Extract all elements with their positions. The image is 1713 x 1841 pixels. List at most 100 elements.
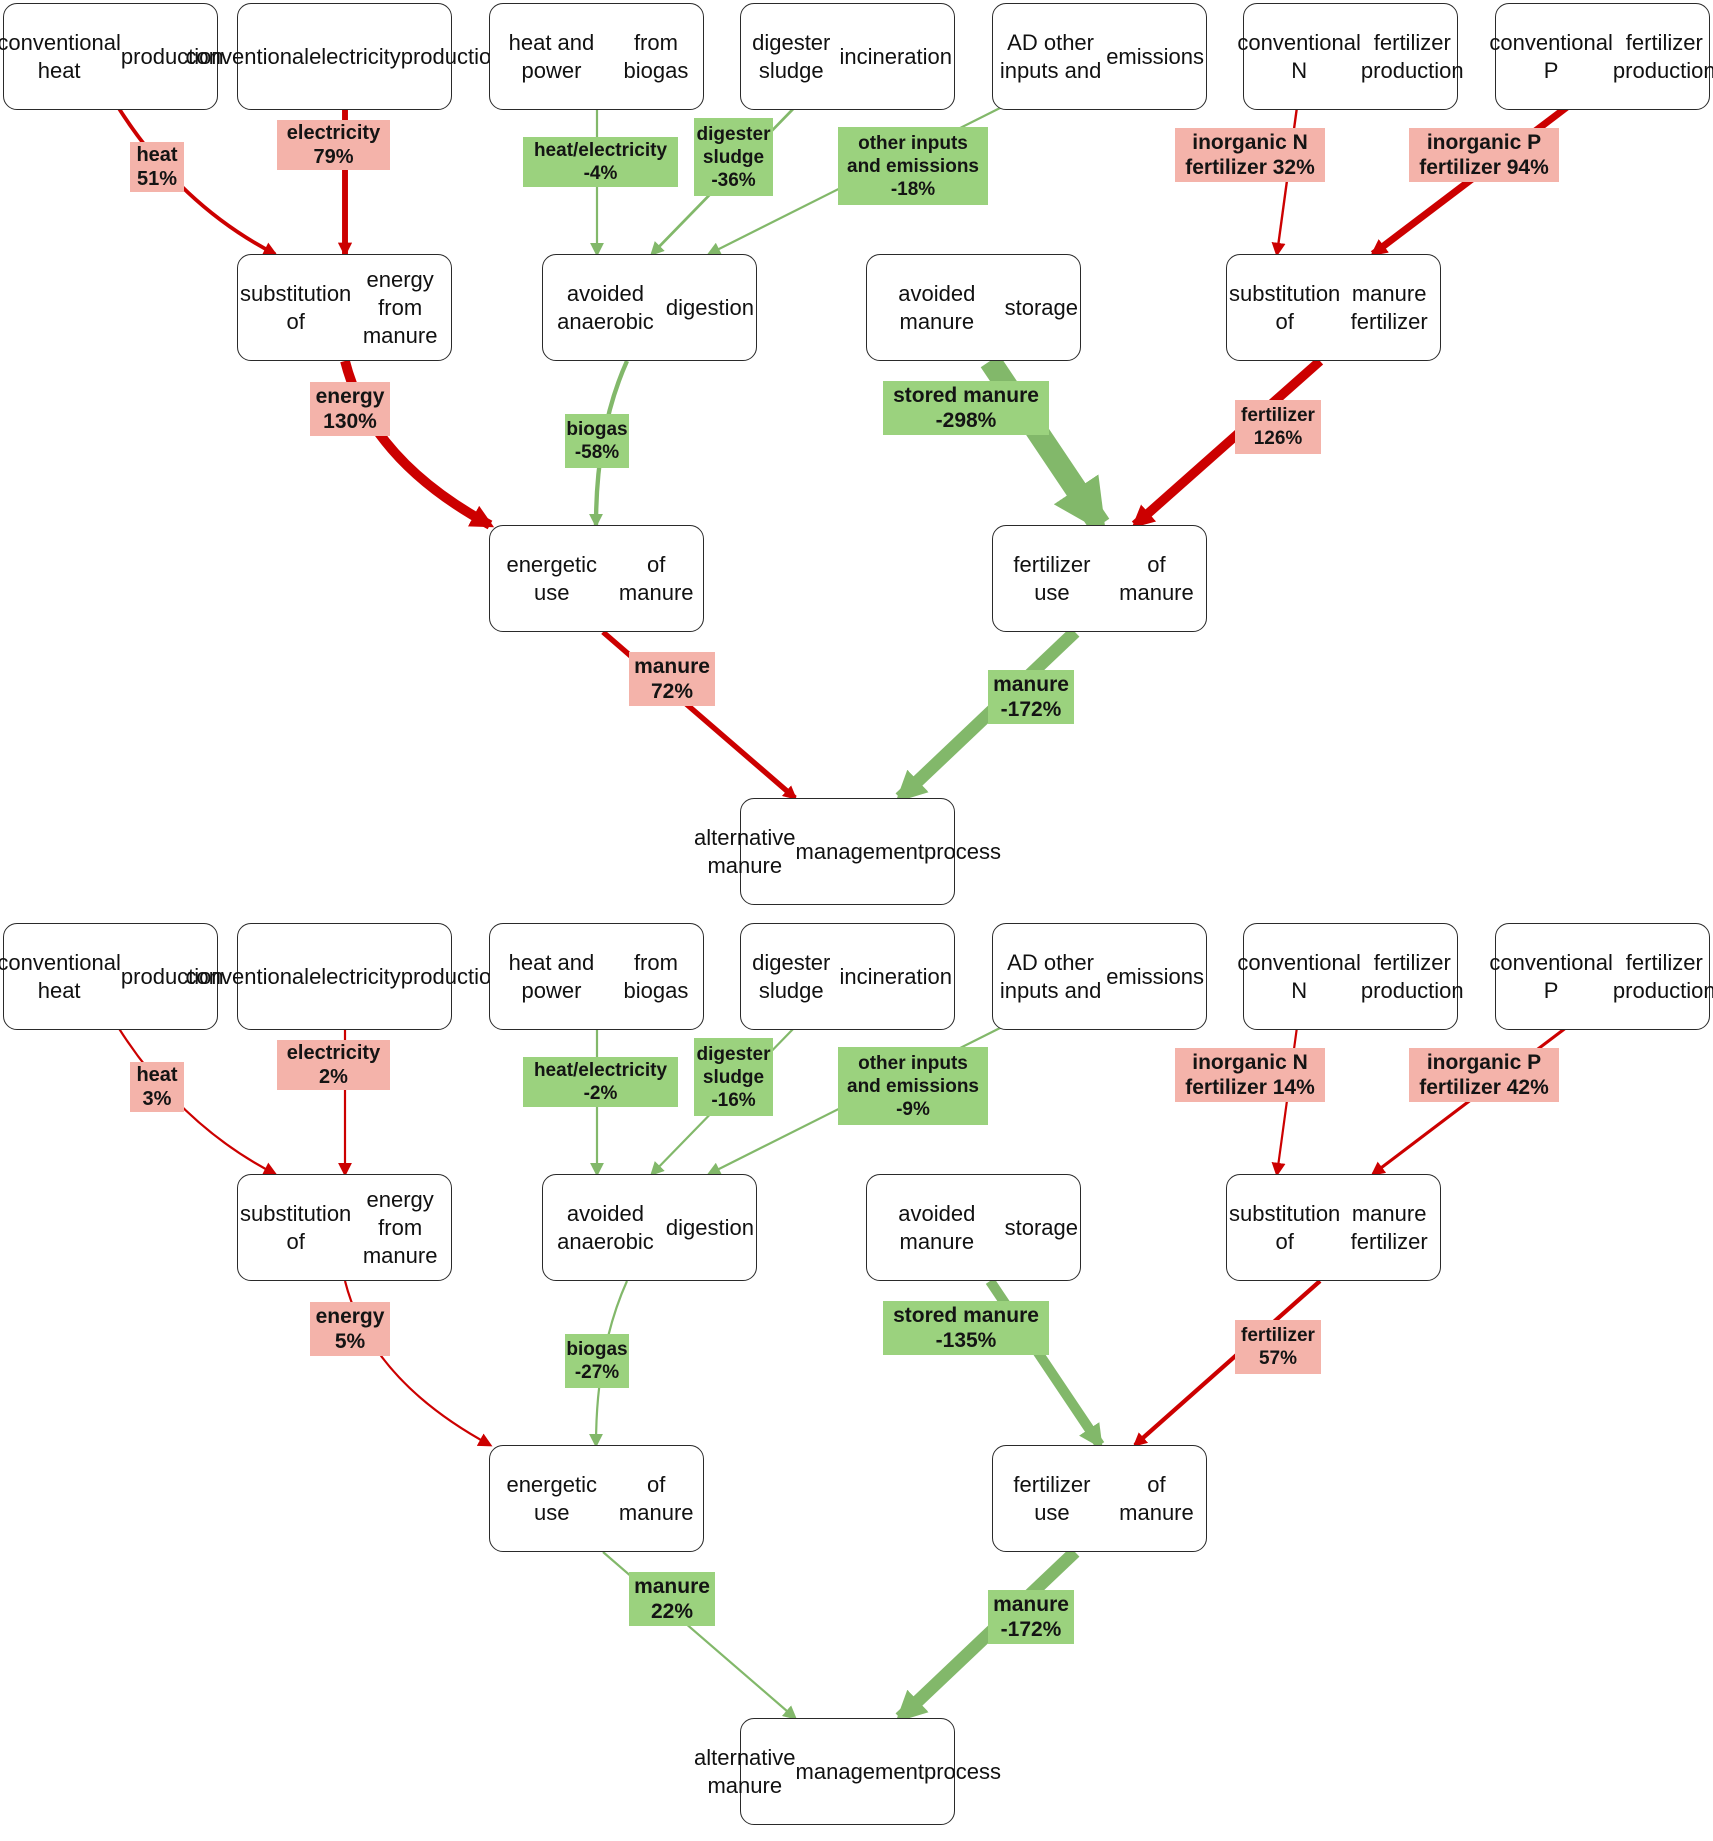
flow-name: inorganic N xyxy=(1192,1051,1308,1074)
flow-value: -4% xyxy=(583,163,618,184)
flow-label-biogas: biogas-27% xyxy=(565,1334,629,1388)
flow-value: 5% xyxy=(334,1330,366,1353)
flow-label-stored-manure: stored manure-298% xyxy=(883,381,1049,435)
flow-name: inorganic N xyxy=(1192,131,1308,154)
flow-value: -2% xyxy=(583,1083,618,1104)
flow-value: 130% xyxy=(323,410,377,433)
flow-value: fertilizer 14% xyxy=(1185,1076,1315,1099)
flow-name: inorganic P xyxy=(1426,1051,1542,1074)
flow-value: -58% xyxy=(574,442,620,463)
flow-value: -298% xyxy=(935,409,997,432)
flow-label-heat-electricity: heat/electricity-4% xyxy=(523,137,678,187)
flow-value: fertilizer 42% xyxy=(1419,1076,1549,1099)
flow-value: fertilizer 32% xyxy=(1185,156,1315,179)
flow-value: 57% xyxy=(1258,1348,1298,1369)
flow-name: fertilizer xyxy=(1241,405,1315,426)
flow-value: -16% xyxy=(711,1089,756,1111)
flow-name: other inputs xyxy=(858,1052,968,1074)
arrow-fertilizer xyxy=(1132,1279,1322,1447)
flow-value: 51% xyxy=(136,168,178,190)
flow-value: -27% xyxy=(574,1362,620,1383)
flow-name: energy xyxy=(315,385,385,408)
flow-name: digester xyxy=(696,123,771,145)
flow-value: -172% xyxy=(1000,698,1062,721)
arrow-heat xyxy=(116,105,278,256)
flow-name: and emissions xyxy=(847,1075,979,1097)
flow-value: -9% xyxy=(896,1098,930,1120)
flow-name: heat/electricity xyxy=(533,140,668,161)
flow-value: -18% xyxy=(890,178,936,200)
flow-value: -172% xyxy=(1000,1618,1062,1641)
flow-value: 72% xyxy=(650,680,694,703)
flow-name: other inputs xyxy=(858,132,968,154)
flow-name: electricity xyxy=(286,1042,381,1064)
flow-label-biogas: biogas-58% xyxy=(565,414,629,468)
arrow-heat xyxy=(117,1026,278,1176)
flow-value: 2% xyxy=(319,1066,348,1088)
flow-value: -36% xyxy=(711,169,756,191)
flow-name: manure xyxy=(993,673,1069,696)
flow-label-heat-electricity: heat/electricity-2% xyxy=(523,1057,678,1107)
flow-label-manure-fert: manure-172% xyxy=(988,670,1074,724)
flow-name: sludge xyxy=(702,1066,765,1088)
flow-name: stored manure xyxy=(893,384,1039,407)
flow-name: manure xyxy=(993,1593,1069,1616)
flow-name: electricity xyxy=(286,122,381,144)
flow-value: 79% xyxy=(313,146,354,168)
flow-name: biogas xyxy=(566,1339,628,1360)
flow-label-stored-manure: stored manure-135% xyxy=(883,1301,1049,1355)
flow-value: 22% xyxy=(650,1600,694,1623)
flow-name: heat xyxy=(136,144,178,166)
flow-name: energy xyxy=(315,1305,385,1328)
flow-name: inorganic P xyxy=(1426,131,1542,154)
flow-name: manure xyxy=(634,1575,710,1598)
arrow-fertilizer xyxy=(1131,357,1324,529)
flow-name: sludge xyxy=(702,146,765,168)
flow-name: biogas xyxy=(566,419,628,440)
flow-name: heat xyxy=(136,1064,178,1086)
flow-name: digester xyxy=(696,1043,771,1065)
flow-name: heat/electricity xyxy=(533,1060,668,1081)
flow-name: stored manure xyxy=(893,1304,1039,1327)
flow-name: and emissions xyxy=(847,155,979,177)
